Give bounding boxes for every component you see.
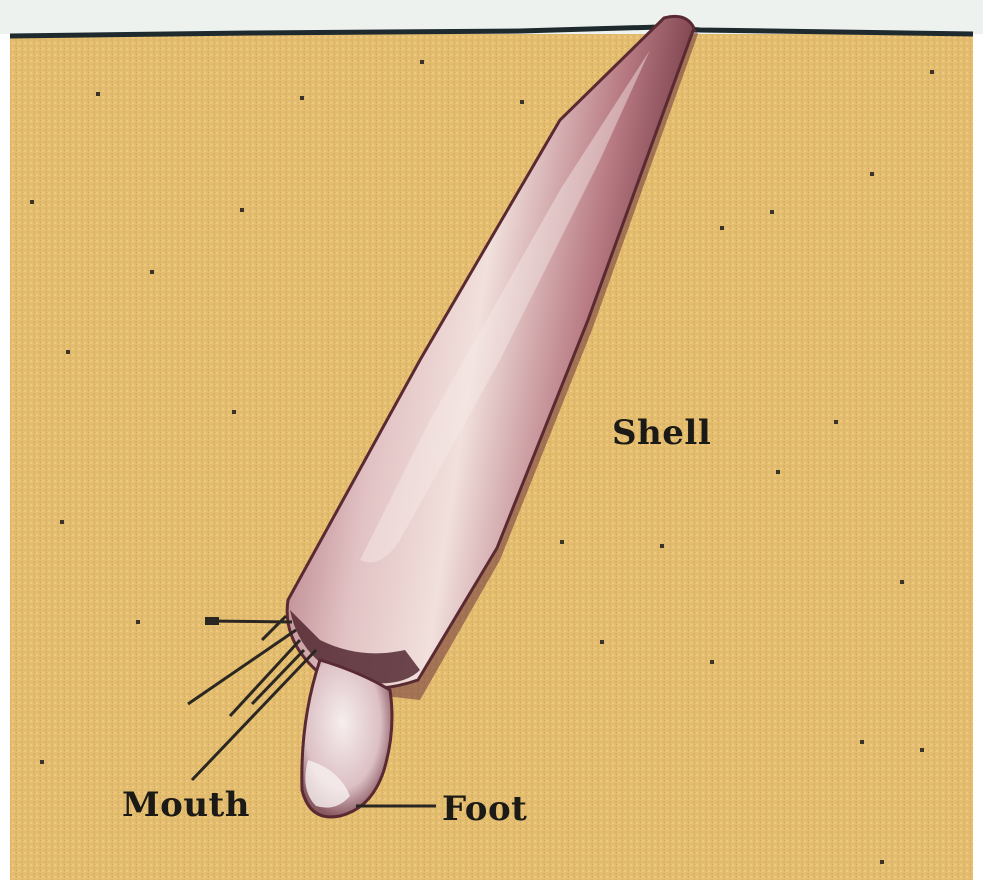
mouth-label: Mouth bbox=[122, 785, 250, 825]
foot-label: Foot bbox=[442, 789, 527, 829]
shell-label: Shell bbox=[612, 413, 711, 453]
